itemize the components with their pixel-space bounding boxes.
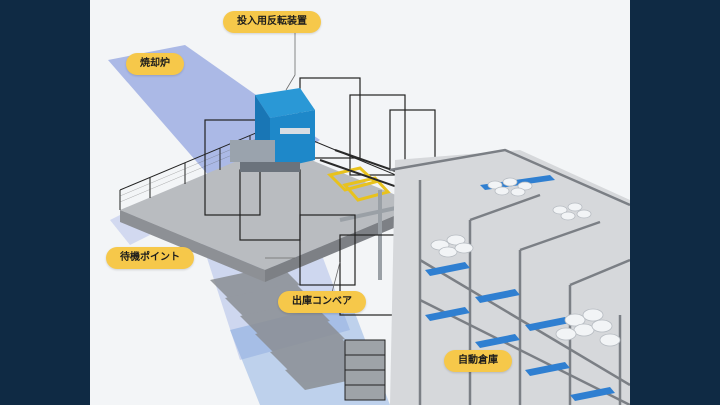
- reversing-device: [230, 88, 315, 172]
- lower-rack: [344, 339, 386, 401]
- label-reversing-device: 投入用反転装置: [223, 11, 321, 33]
- warehouse-structure: [389, 148, 630, 405]
- label-outbound-conveyor: 出庫コンベア: [278, 291, 366, 313]
- main-platform: [120, 145, 420, 270]
- label-standby-point: 待機ポイント: [106, 247, 194, 269]
- illustration-stage: 投入用反転装置 焼却炉 待機ポイント 出庫コンベア 自動倉庫: [90, 0, 630, 405]
- label-incinerator: 焼却炉: [126, 53, 184, 75]
- label-automated-warehouse: 自動倉庫: [444, 350, 512, 372]
